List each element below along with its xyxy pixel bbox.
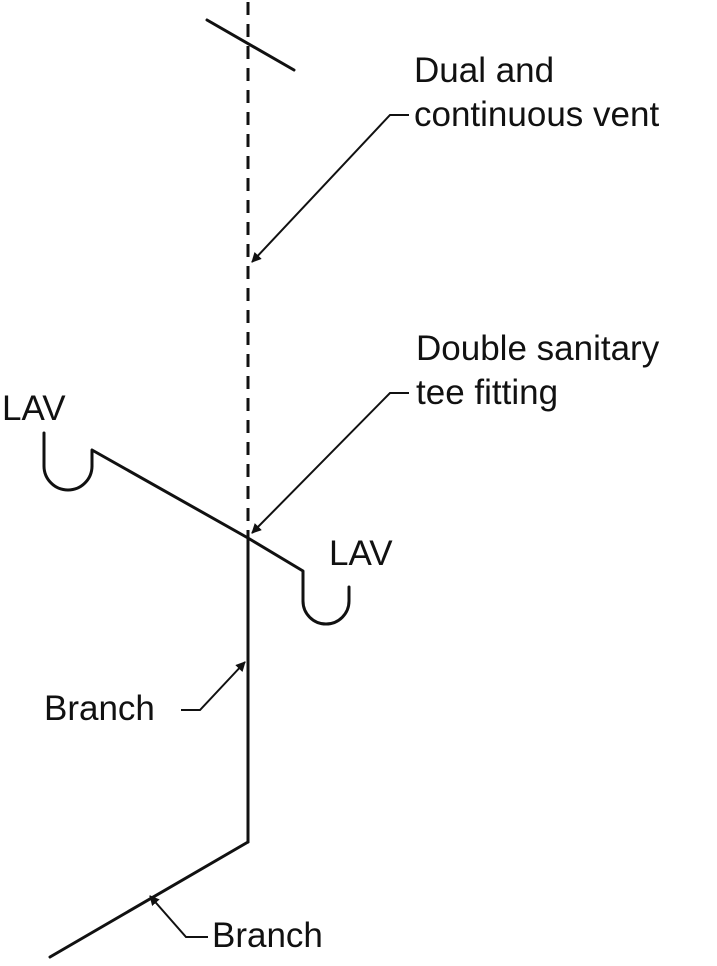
lav-left-label: LAV xyxy=(2,389,66,428)
branch-upper-label: Branch xyxy=(44,689,155,728)
lav-right-arm xyxy=(246,536,305,603)
vent-label-line1: Dual and xyxy=(414,51,555,90)
branch-lower-label: Branch xyxy=(212,916,323,955)
tee-label-line2: tee fitting xyxy=(416,373,559,412)
lav-left-trap xyxy=(42,431,94,492)
lav-left-arm xyxy=(90,448,250,540)
branch-upper-leader-arrow xyxy=(181,661,246,711)
vent-label-line2: continuous vent xyxy=(414,95,660,134)
drain-branch-lower xyxy=(48,840,250,959)
vent-leader-arrow xyxy=(251,114,409,263)
branch-lower-leader-arrow xyxy=(149,895,208,938)
tee-label-line1: Double sanitary xyxy=(416,329,660,368)
vent-break-mark xyxy=(205,18,296,72)
tee-fitting-label: Double sanitary tee fitting xyxy=(416,327,659,415)
vent-label: Dual and continuous vent xyxy=(414,49,659,137)
tee-leader-arrow xyxy=(251,392,409,534)
lav-right-label: LAV xyxy=(329,534,393,573)
lav-right-trap xyxy=(301,585,351,626)
